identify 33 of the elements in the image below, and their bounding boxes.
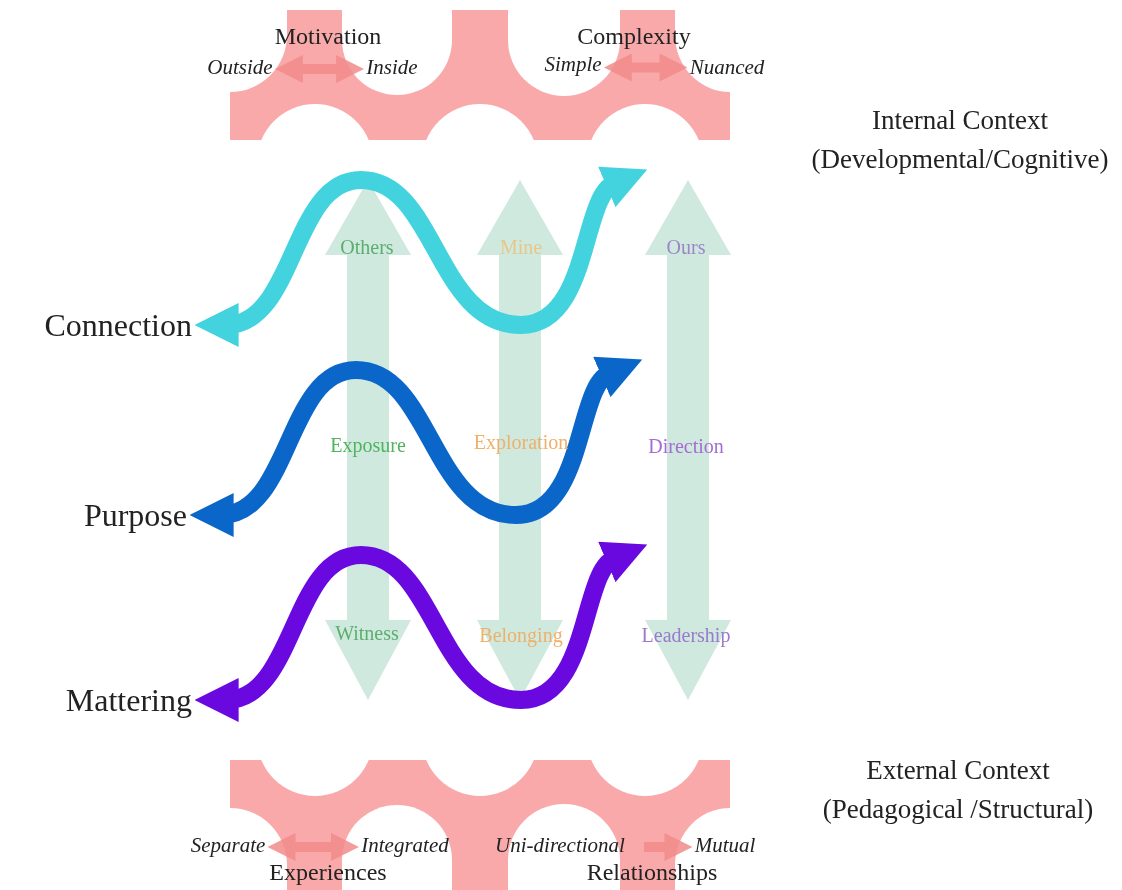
arrow-label: Exposure xyxy=(330,433,406,457)
theme-label: Purpose xyxy=(83,496,187,534)
arrow-label: Exploration xyxy=(473,430,569,454)
arrow-label: Witness xyxy=(335,621,399,645)
pole-label: Integrated xyxy=(361,832,449,858)
pole-label: Simple xyxy=(544,51,602,77)
arrow-label: Direction xyxy=(648,434,724,458)
band-label: Relationships xyxy=(586,859,718,887)
band-label: Experiences xyxy=(269,859,387,887)
double-arrow xyxy=(603,53,688,82)
wavy-arrow xyxy=(194,166,648,347)
theme-label: Connection xyxy=(44,306,192,344)
band-label: Motivation xyxy=(274,23,382,51)
context-caption: Internal Context (Developmental/Cognitive) xyxy=(810,103,1110,176)
arrow-label: Others xyxy=(340,235,394,259)
theme-label: Mattering xyxy=(65,681,192,719)
double-arrow xyxy=(643,833,693,861)
arrow-label: Leadership xyxy=(641,623,731,647)
pole-label: Uni-directional xyxy=(495,832,625,858)
arrow-label: Ours xyxy=(666,235,706,259)
double-arrow xyxy=(274,55,365,83)
pole-label: Inside xyxy=(366,54,418,80)
double-arrow xyxy=(267,833,360,861)
pole-label: Outside xyxy=(207,54,273,80)
context-caption: External Context (Pedagogical /Structural) xyxy=(821,753,1095,826)
band-label: Complexity xyxy=(577,23,691,51)
arrow-label: Mine xyxy=(499,235,543,259)
pole-label: Separate xyxy=(190,832,266,858)
wavy-arrow xyxy=(194,541,648,722)
pole-label: Nuanced xyxy=(689,54,765,80)
wavy-arrow xyxy=(189,356,643,537)
arrow-label: Belonging xyxy=(479,623,563,647)
pole-label: Mutual xyxy=(694,832,756,858)
